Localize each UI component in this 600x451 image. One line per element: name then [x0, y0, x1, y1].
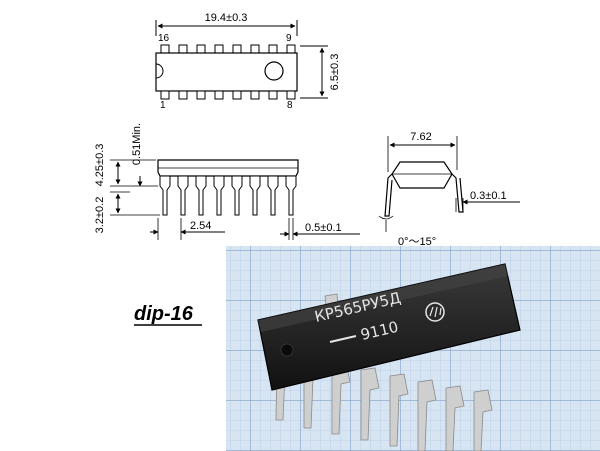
side-view-leads	[159, 175, 297, 216]
pin-16-label: 16	[158, 33, 170, 44]
pin-1-label: 1	[160, 100, 166, 111]
length-dim-label: 19.4±0.3	[205, 12, 248, 24]
top-view-pins-upper	[160, 44, 296, 54]
top-view: 19.4±0.3 16 9 1 8 6.5±0.3	[155, 12, 341, 111]
manufacturer-logo	[425, 302, 445, 322]
package-label: dip-16	[134, 303, 194, 325]
row-spacing-dim-label: 7.62	[410, 131, 431, 143]
photo-leads	[275, 281, 493, 451]
end-view-lead-left	[384, 173, 393, 217]
photo-chip-body	[257, 263, 521, 391]
side-view: 0.51Min. 4.25±0.3 3.2±0.2 2.54 0.5±0.1	[94, 123, 360, 240]
top-view-pins-lower	[160, 90, 296, 100]
pin1-dot	[264, 61, 284, 81]
end-view: 7.62 0°～15° 0.3±0.1	[378, 131, 520, 248]
width-dim-label: 6.5±0.3	[329, 54, 341, 91]
pin-9-label: 9	[286, 33, 292, 44]
body-height-dim-label: 4.25±0.3	[94, 144, 106, 187]
pin1-notch	[155, 63, 164, 79]
standoff-dim-label: 0.51Min.	[131, 123, 143, 165]
lead-thickness-dim-label: 0.3±0.1	[470, 190, 507, 202]
end-view-body	[391, 161, 453, 189]
lead-length-dim-label: 3.2±0.2	[94, 197, 106, 234]
end-view-lead-right	[451, 173, 464, 213]
pin-8-label: 8	[287, 100, 293, 111]
angle-dim-label: 0°～15°	[398, 236, 436, 248]
lead-width-dim-label: 0.5±0.1	[305, 222, 342, 234]
pitch-dim-label: 2.54	[190, 220, 211, 232]
chip-photo: КР565РУ5Д 9110	[226, 246, 600, 451]
